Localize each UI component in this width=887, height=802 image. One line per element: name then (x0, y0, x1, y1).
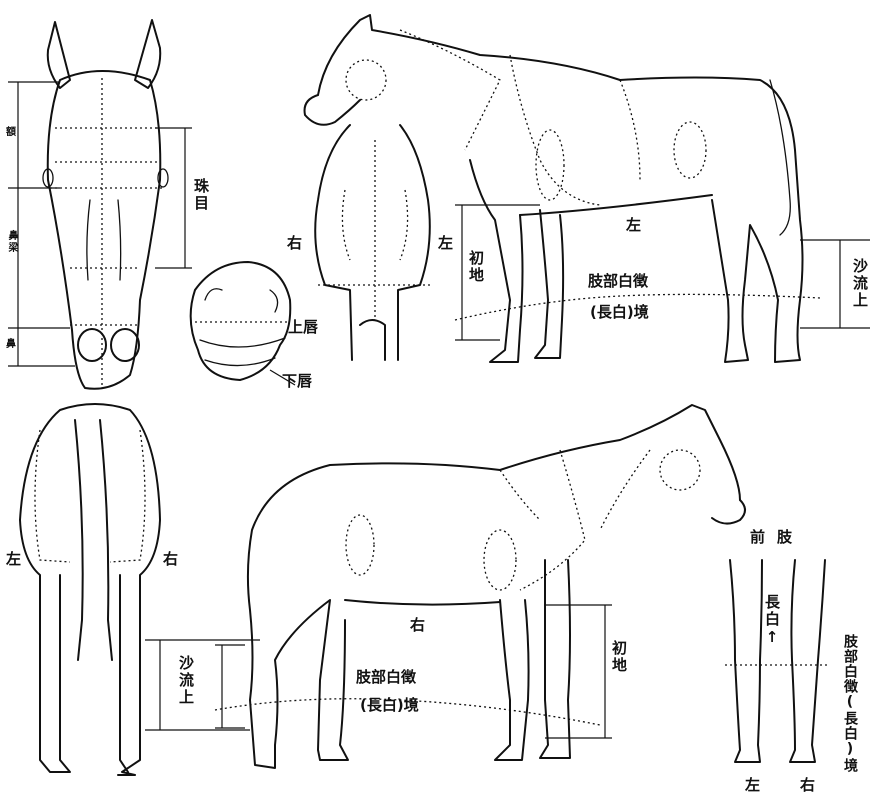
left-side-marking-line2: (長白)境 (590, 305, 649, 320)
left-side-lower-leg-label: 初地 (468, 250, 483, 284)
horse-right-side-view (145, 405, 745, 768)
horse-rear-view (20, 404, 160, 775)
upper-lip-label: 上唇 (288, 320, 318, 335)
right-side-tail-label: 沙流上 (178, 655, 193, 706)
forelimbs-boundary-label: 肢部白徴(長白)境 (843, 634, 857, 773)
right-side-marking-line2: (長白)境 (360, 698, 419, 713)
horse-front-view (315, 125, 430, 360)
left-side-label: 左 (626, 218, 641, 233)
right-side-label: 右 (410, 618, 425, 633)
front-view-left-label: 左 (438, 236, 453, 251)
forehead-label: 額 (6, 128, 16, 138)
left-side-tail-label: 沙流上 (852, 258, 867, 309)
nose-bridge-label: 鼻梁 (6, 230, 16, 254)
right-side-marking-line1: 肢部白徴 (356, 670, 416, 685)
front-view-right-label: 右 (287, 236, 302, 251)
rear-right-label: 右 (163, 552, 178, 567)
eye-line-label: 珠目 (193, 178, 208, 212)
forelimbs-right-label: 右 (800, 778, 815, 793)
left-side-marking-line1: 肢部白徴 (588, 274, 648, 289)
forelimbs-long-white-label: 長白↑ (764, 594, 779, 648)
nose-label: 鼻 (6, 340, 16, 350)
lower-lip-label: 下唇 (282, 374, 312, 389)
right-side-lower-leg-label: 初地 (611, 640, 626, 674)
rear-left-label: 左 (6, 552, 21, 567)
horse-left-side-view (305, 15, 870, 362)
muzzle-view (191, 262, 295, 385)
forelimbs-detail (725, 560, 830, 762)
head-front-view (8, 20, 192, 389)
forelimbs-title: 前肢 (750, 530, 804, 545)
forelimbs-left-label: 左 (745, 778, 760, 793)
